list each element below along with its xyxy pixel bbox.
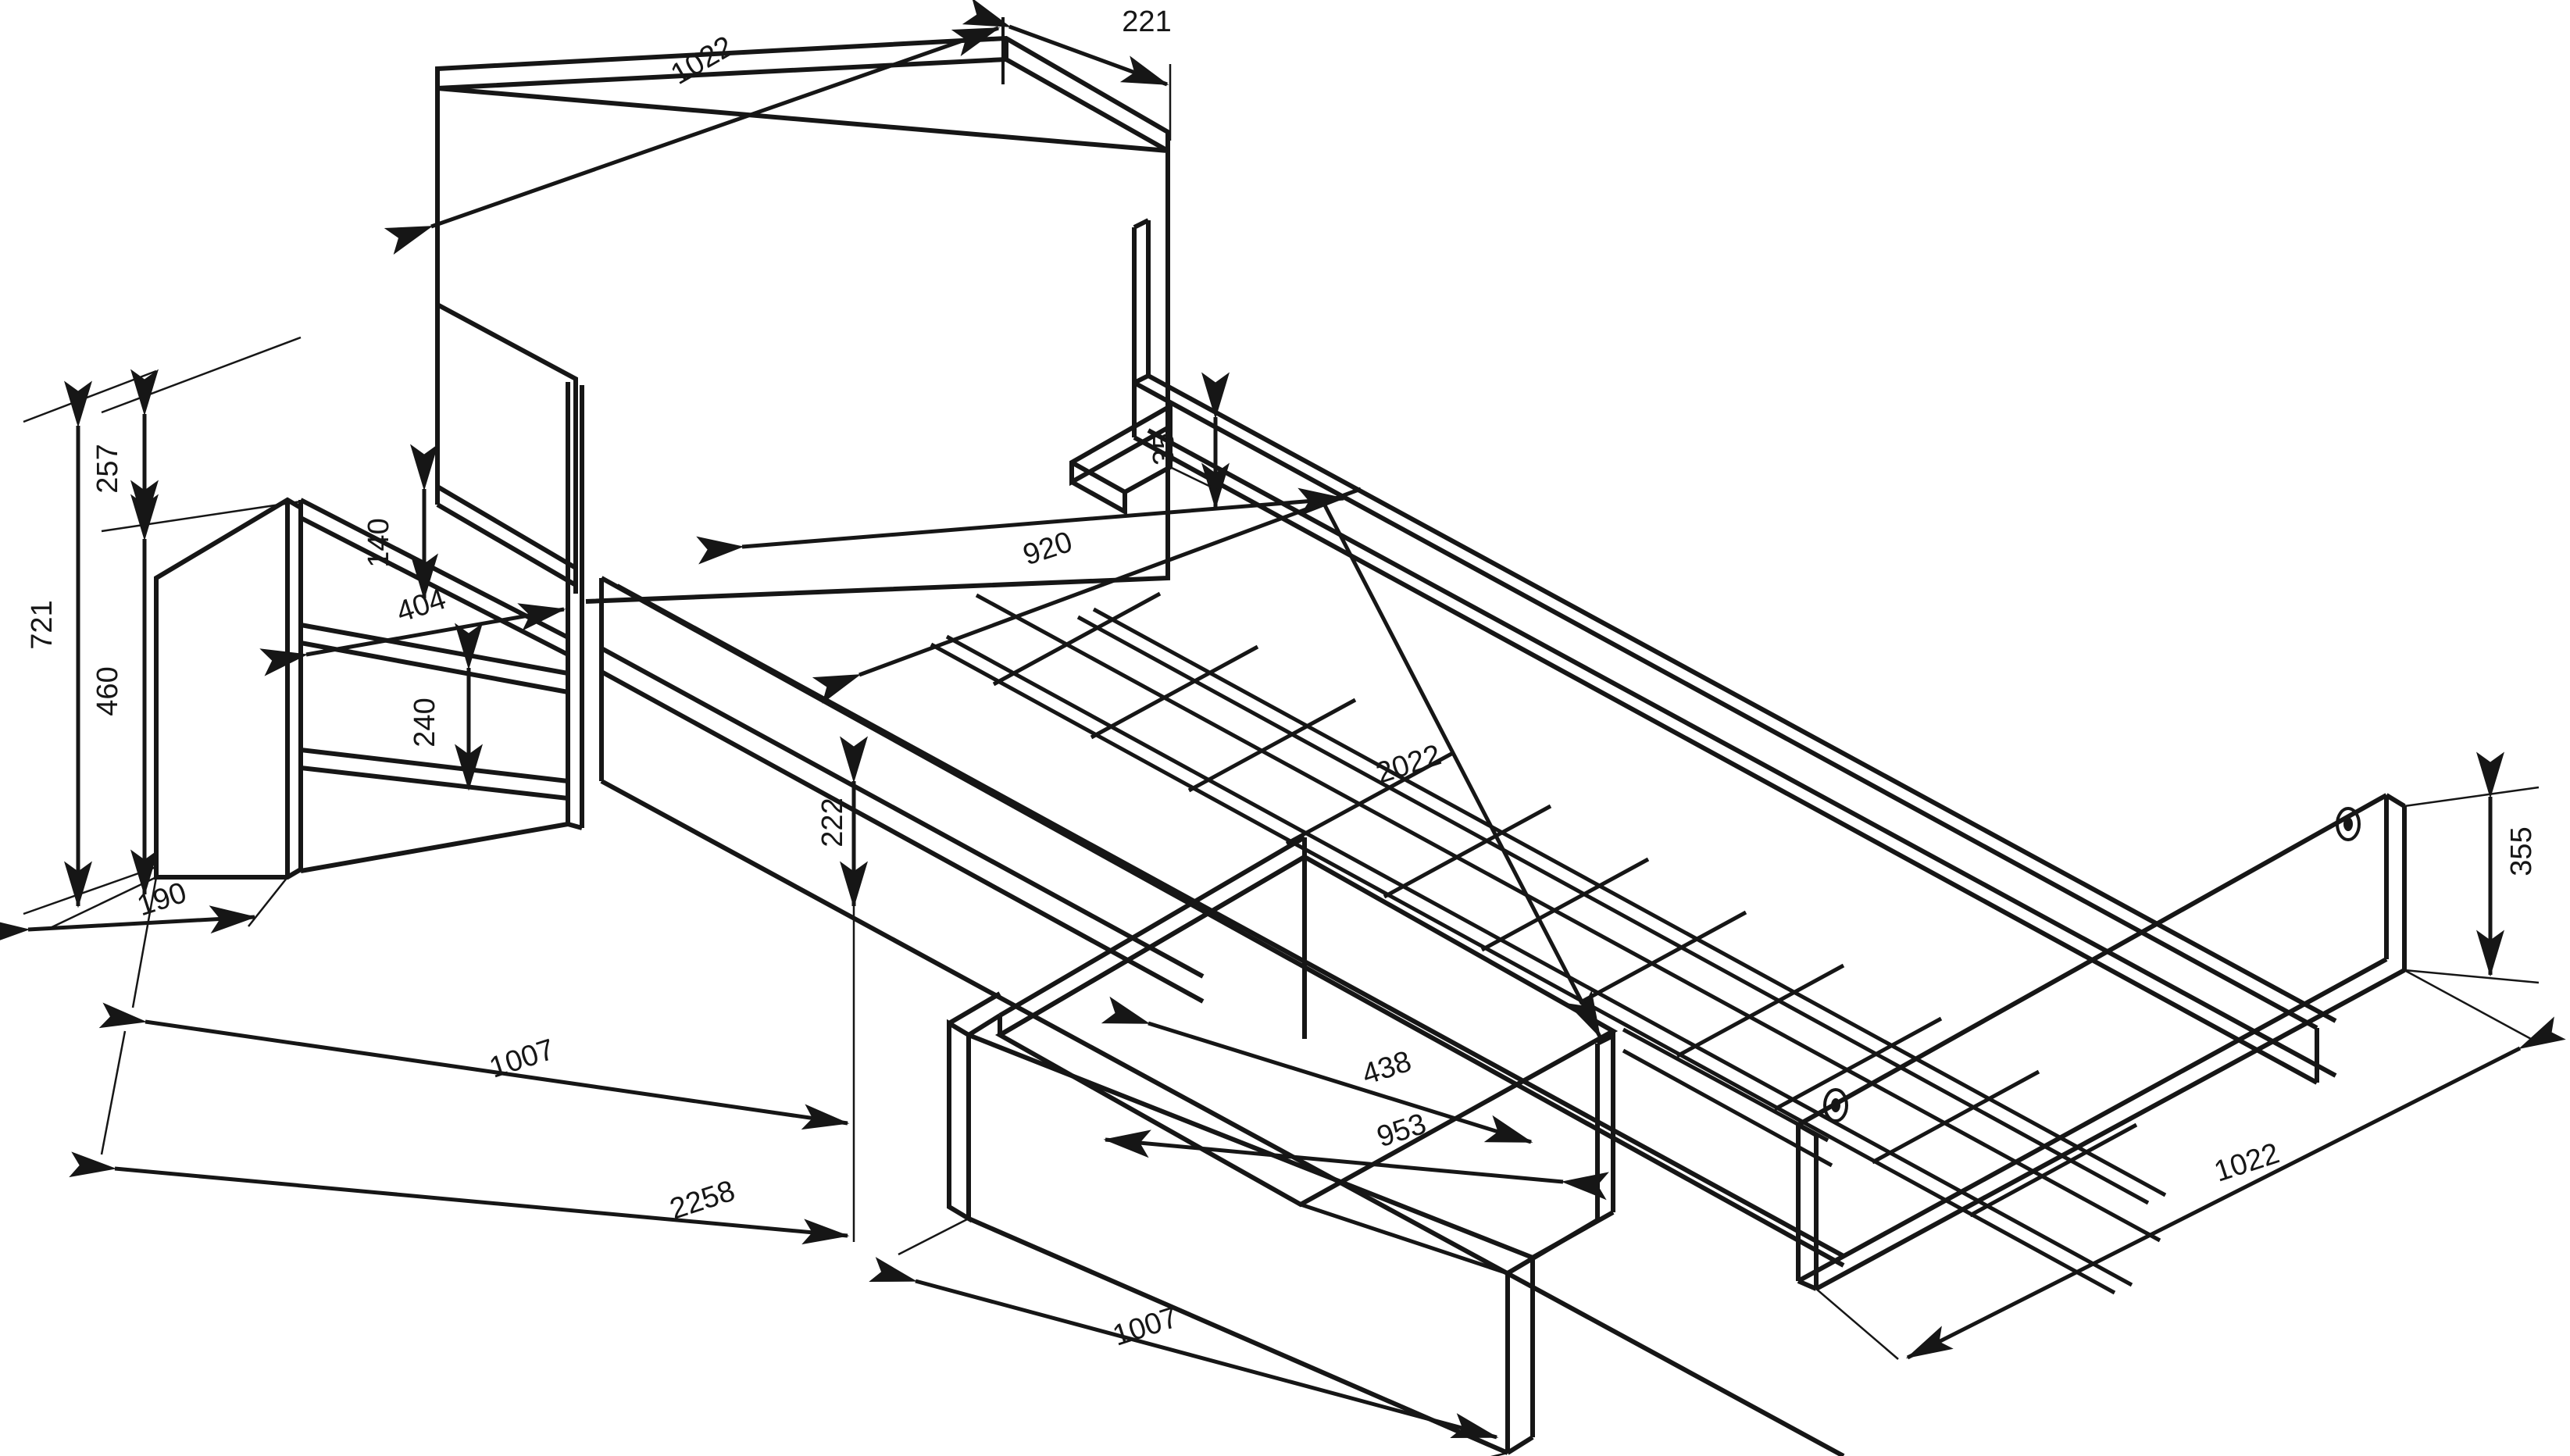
dimension-label-headboard-depth: 221 <box>1122 5 1171 38</box>
dimension-label-lower-section-height: 460 <box>91 666 124 716</box>
dimension-line-total-length <box>69 1030 855 1245</box>
dimension-line-footboard-height <box>2404 751 2540 984</box>
dimension-line-drawer-width <box>1103 1129 1609 1201</box>
bed-front-lower-apron <box>599 646 1205 1004</box>
dimension-label-side-rail-height: 222 <box>816 798 849 847</box>
bookcase-upper-box <box>435 302 584 830</box>
dimension-line-headboard-depth <box>962 0 1172 141</box>
storage-drawer <box>947 835 1619 1455</box>
dimension-label-headboard-width: 1022 <box>666 30 739 91</box>
dimension-line-side-depth <box>0 876 288 947</box>
dimension-line-left-section <box>98 876 855 1131</box>
dimension-line-bed-inner-length <box>1322 502 1602 1039</box>
dimension-line-bed-inner-width <box>696 487 1362 704</box>
dimension-label-shelf-width: 404 <box>393 583 450 630</box>
dimension-label-upper-section-height: 257 <box>91 444 124 493</box>
dimension-label-shelf-gap-upper: 140 <box>362 518 395 567</box>
headboard-back-panel <box>435 86 1170 604</box>
dimension-label-footboard-height: 355 <box>2505 826 2538 876</box>
dimension-label-drawer-inner-width: 953 <box>1373 1108 1430 1154</box>
dimension-label-nightstand-shelf: 35 <box>1148 433 1180 466</box>
bookcase-left-side-panel <box>154 497 303 880</box>
bed-inner-ledge <box>930 593 2161 1295</box>
dimension-label-total-length: 2258 <box>666 1175 739 1226</box>
dimension-label-shelf-gap-lower: 240 <box>409 698 441 747</box>
dimension-label-footboard-width: 1022 <box>2211 1137 2283 1189</box>
cam-lock-icon <box>1823 807 2361 1122</box>
nightstand-shelf <box>1069 218 1173 516</box>
dimension-label-drawer-depth: 438 <box>1358 1045 1415 1092</box>
bed-front-side-rail <box>599 576 1845 1456</box>
dimension-line-shelf-width <box>259 603 566 676</box>
dimension-line-footboard-width <box>1815 969 2566 1360</box>
dimension-line-drawer-outer-width <box>869 1217 1508 1456</box>
dimension-label-bookcase-height: 721 <box>26 600 59 649</box>
dimension-line-upper-height <box>101 336 302 533</box>
dimension-label-bed-inner-width: 920 <box>1019 526 1076 573</box>
dimension-label-drawer-outer-width: 1007 <box>1109 1301 1182 1353</box>
dimension-line-drawer-depth <box>1101 996 1533 1144</box>
